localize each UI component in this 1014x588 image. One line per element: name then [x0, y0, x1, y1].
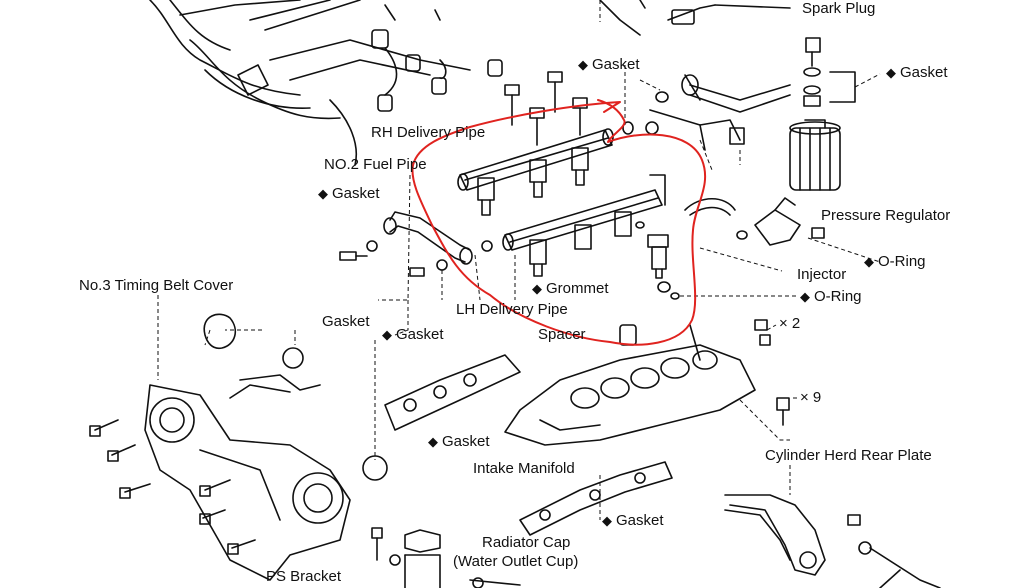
- label-gasket-left-text: Gasket: [332, 185, 380, 202]
- label-grommet-text: Grommet: [546, 280, 609, 297]
- diamond-marker: ◆: [578, 57, 588, 72]
- label-gasket-mid-text: Gasket: [396, 326, 444, 343]
- label-o-ring-2-text: O-Ring: [814, 288, 862, 305]
- label-x2: × 2: [779, 315, 801, 332]
- label-gasket-bottom-text: Gasket: [616, 512, 664, 529]
- label-o-ring-1-text: O-Ring: [878, 253, 926, 270]
- label-gasket-right-text: Gasket: [900, 64, 948, 81]
- label-injector: Injector: [797, 266, 847, 283]
- label-spacer: Spacer: [538, 326, 586, 343]
- label-spark-plug: Spark Plug: [802, 0, 876, 17]
- label-gasket-top-text: Gasket: [592, 56, 640, 73]
- label-o-ring-2: ◆ O-Ring: [800, 288, 862, 305]
- diamond-marker: ◆: [318, 186, 328, 201]
- label-gasket-cover: Gasket: [322, 313, 370, 330]
- fuel-filter: [789, 119, 841, 191]
- label-water-outlet-cup: (Water Outlet Cup): [453, 553, 579, 570]
- no2-fuel-pipe: [339, 211, 493, 277]
- lower-gasket: [519, 461, 673, 536]
- diamond-marker: ◆: [428, 434, 438, 449]
- label-gasket-left: ◆ Gasket: [318, 185, 380, 202]
- diamond-marker: ◆: [800, 289, 810, 304]
- injector: [635, 221, 680, 300]
- fuel-line-assembly: [622, 37, 856, 151]
- intake-manifold: [504, 319, 790, 446]
- label-cylinder-head-rear-plate: Cylinder Herd Rear Plate: [765, 447, 932, 464]
- label-gasket-right: ◆ Gasket: [886, 64, 948, 81]
- label-gasket-manifold: ◆ Gasket: [428, 433, 490, 450]
- diamond-marker: ◆: [886, 65, 896, 80]
- label-intake-manifold: Intake Manifold: [473, 460, 575, 477]
- label-o-ring-1: ◆ O-Ring: [864, 253, 926, 270]
- diamond-marker: ◆: [382, 327, 392, 342]
- label-no3-timing-belt-cover: No.3 Timing Belt Cover: [79, 277, 234, 294]
- spark-plug: [599, 0, 791, 36]
- timing-belt-cover: [89, 384, 351, 581]
- label-gasket-manifold-text: Gasket: [442, 433, 490, 450]
- label-gasket-top: ◆ Gasket: [578, 56, 640, 73]
- label-ps-bracket: PS Bracket: [266, 568, 342, 585]
- label-lh-delivery-pipe: LH Delivery Pipe: [456, 301, 568, 318]
- label-grommet: ◆ Grommet: [532, 280, 609, 297]
- diamond-marker: ◆: [864, 254, 874, 269]
- label-gasket-mid: ◆ Gasket: [382, 326, 444, 343]
- label-no2-fuel-pipe: NO.2 Fuel Pipe: [324, 156, 427, 173]
- diamond-marker: ◆: [532, 281, 542, 296]
- wiring-harness: [149, 0, 503, 166]
- rh-delivery-pipe: [457, 71, 614, 216]
- red-annotation: [411, 99, 707, 346]
- label-rh-delivery-pipe: RH Delivery Pipe: [371, 124, 486, 141]
- label-pressure-regulator: Pressure Regulator: [821, 207, 951, 224]
- rear-plate: [724, 494, 941, 588]
- label-radiator-cap: Radiator Cap: [482, 534, 571, 551]
- water-outlet: [371, 527, 521, 588]
- label-gasket-bottom: ◆ Gasket: [602, 512, 664, 529]
- diamond-marker: ◆: [602, 513, 612, 528]
- cover-gaskets: [203, 313, 521, 481]
- label-x9: × 9: [800, 389, 822, 406]
- lh-delivery-pipe: [502, 174, 666, 277]
- pressure-regulator: [684, 197, 825, 246]
